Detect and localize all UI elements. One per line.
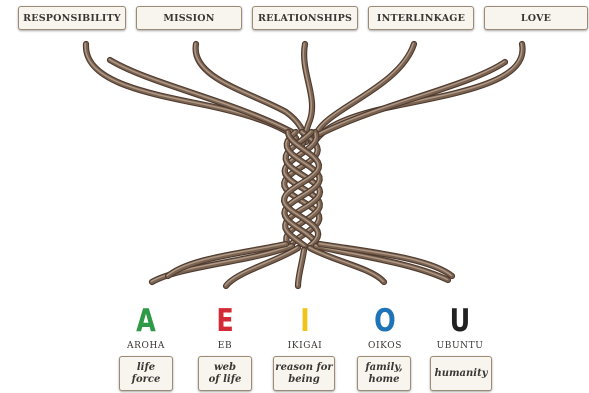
label-responsibility: RESPONSIBILITY <box>18 6 126 30</box>
word-eb: EB <box>190 341 260 351</box>
meaning-line: family, <box>365 362 402 374</box>
vowel-e: E <box>200 304 249 338</box>
word-aroha: AROHA <box>111 341 181 351</box>
meaning-line: life <box>137 362 155 374</box>
meaning-reason-for-being: reason for being <box>273 356 335 391</box>
label-interlinkage: INTERLINKAGE <box>368 6 474 30</box>
meaning-family-home: family, home <box>357 356 411 391</box>
meaning-line: home <box>369 374 400 386</box>
label-mission: MISSION <box>136 6 242 30</box>
label-relationships: RELATIONSHIPS <box>252 6 358 30</box>
meaning-line: force <box>132 374 161 386</box>
meaning-humanity: humanity <box>430 356 492 391</box>
meaning-line: reason for <box>275 362 332 374</box>
word-ikigai: IKIGAI <box>270 341 340 351</box>
meaning-line: humanity <box>434 368 487 380</box>
vowel-i: I <box>280 304 329 338</box>
tree-strands <box>85 43 522 286</box>
vowel-o: O <box>360 304 409 338</box>
meaning-line: web <box>214 362 236 374</box>
word-ubuntu: UBUNTU <box>425 341 495 351</box>
word-oikos: OIKOS <box>350 341 420 351</box>
meaning-web-of-life: web of life <box>198 356 252 391</box>
upper-branch <box>316 44 523 140</box>
meaning-line: of life <box>209 374 242 386</box>
meaning-life-force: life force <box>119 356 173 391</box>
vowel-u: U <box>435 304 484 338</box>
label-love: LOVE <box>484 6 588 30</box>
upper-branch-highlight <box>316 44 523 140</box>
vowel-a: A <box>121 304 170 338</box>
meaning-line: being <box>288 374 319 386</box>
